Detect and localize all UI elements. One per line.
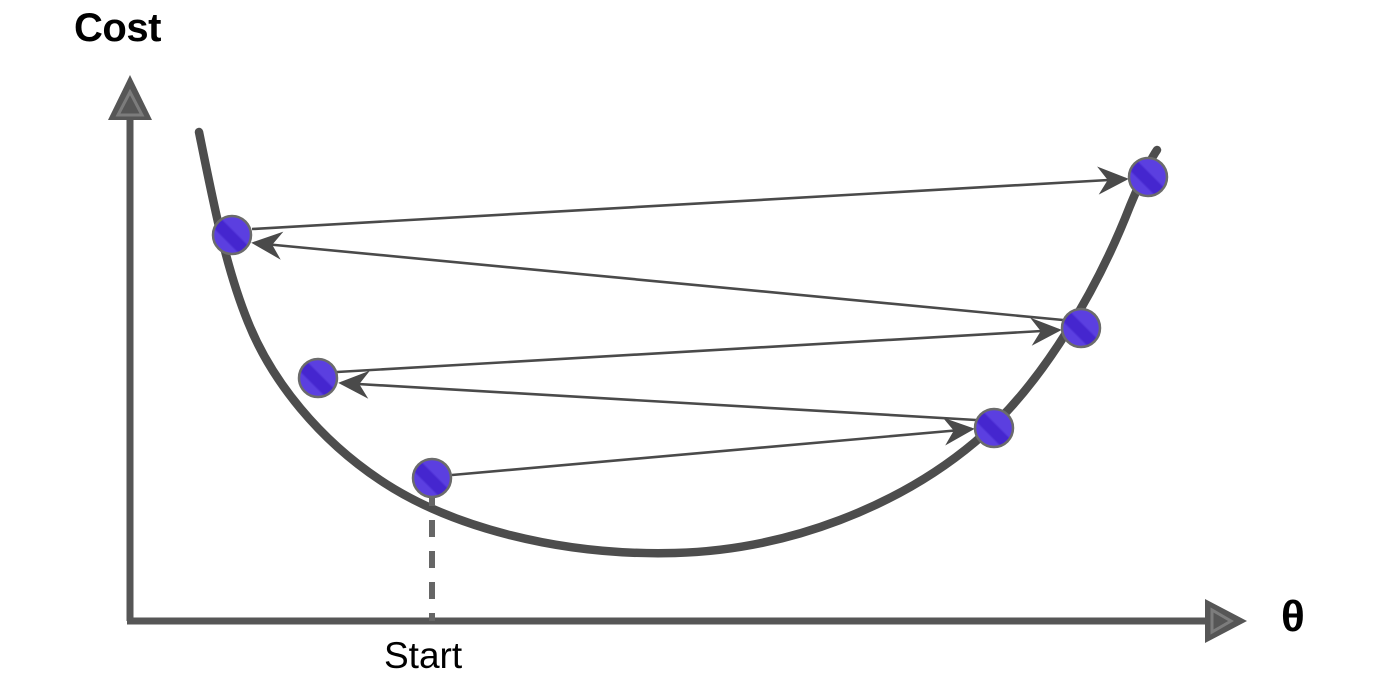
point-marker-step-4[interactable] — [211, 214, 253, 256]
x-axis-label: θ — [1281, 592, 1305, 641]
descent-arrow-step-1 — [451, 417, 975, 477]
start-point-label: Start — [384, 635, 463, 676]
x-axis-arrowhead-inner-icon — [1210, 607, 1234, 635]
descent-arrow-step-3 — [336, 317, 1062, 374]
descent-step-arrows-group — [251, 166, 1129, 477]
y-axis-arrowhead-icon — [108, 75, 152, 120]
iteration-markers-group — [211, 156, 1169, 499]
descent-arrow-step-5 — [251, 166, 1129, 231]
descent-arrow-step-2 — [338, 370, 977, 422]
point-marker-start[interactable] — [411, 457, 453, 499]
point-marker-step-2[interactable] — [297, 357, 339, 399]
y-axis-label: Cost — [74, 6, 161, 50]
cost-curve — [194, 127, 1162, 558]
descent-arrow-step-4 — [251, 231, 1064, 322]
point-marker-step-3[interactable] — [1060, 307, 1102, 349]
y-axis-arrowhead-inner-icon — [115, 88, 145, 117]
point-marker-step-1[interactable] — [973, 407, 1015, 449]
point-marker-step-5[interactable] — [1127, 156, 1169, 198]
cost-curve-group — [194, 127, 1162, 558]
x-axis-arrowhead-icon — [1205, 599, 1247, 643]
axes-group — [108, 75, 1247, 643]
